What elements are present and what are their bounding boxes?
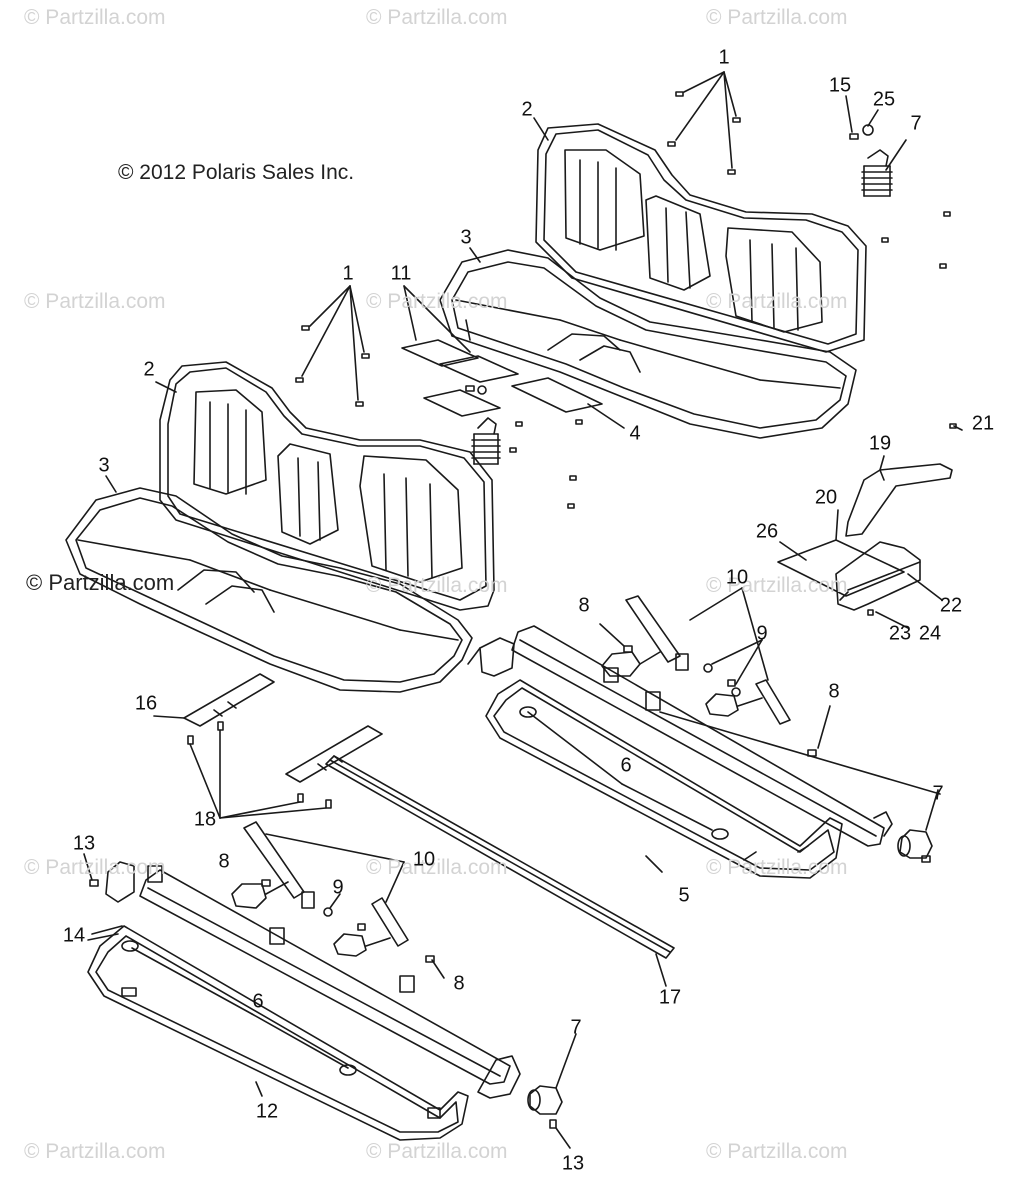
callout-label: 6 (252, 990, 264, 1013)
cover-22 (777, 509, 943, 629)
seat-pads (401, 285, 625, 429)
watermark: © Partzilla.com (24, 856, 166, 879)
belt-parts-upper (599, 587, 831, 757)
callout-label: 18 (193, 808, 217, 831)
callout-label: 9 (756, 622, 768, 645)
callout-label: 8 (578, 594, 590, 617)
callout-label: 4 (629, 422, 641, 445)
callout-label: 12 (255, 1100, 279, 1123)
callout-label: 13 (561, 1152, 585, 1175)
watermark: © Partzilla.com (24, 6, 166, 29)
watermark: © Partzilla.com (706, 6, 848, 29)
watermark: © Partzilla.com (366, 6, 508, 29)
callout-label: 15 (828, 74, 852, 97)
watermark-dark: © Partzilla.com (26, 570, 175, 595)
bracket-19 (845, 423, 963, 537)
callout-label: 13 (72, 832, 96, 855)
watermark: © Partzilla.com (706, 574, 848, 597)
straps-16-18 (183, 673, 383, 819)
callout-label: 8 (453, 972, 465, 995)
cup-7-lower (83, 853, 577, 1149)
watermark: © Partzilla.com (366, 856, 508, 879)
callout-label: 3 (98, 454, 110, 477)
callout-label: 21 (971, 412, 995, 435)
callout-label: 3 (460, 226, 472, 249)
callout-label: 11 (390, 262, 412, 285)
bar-17 (325, 755, 675, 987)
watermark: © Partzilla.com (366, 574, 508, 597)
callout-label: 14 (62, 924, 86, 947)
callout-label: 25 (872, 88, 896, 111)
screws-upper (667, 71, 741, 175)
spring-middle (465, 385, 501, 465)
lower-seat-frame (87, 861, 521, 1141)
spring-upper (845, 95, 907, 197)
callout-label: 1 (342, 262, 354, 285)
callout-label: 2 (521, 98, 533, 121)
callout-label: 8 (218, 850, 230, 873)
callout-label: 19 (868, 432, 892, 455)
copyright-text: © 2012 Polaris Sales Inc. (118, 161, 355, 184)
callout-label: 23 (888, 622, 912, 645)
belt-parts-lower (231, 821, 445, 979)
callout-label: 26 (755, 520, 779, 543)
upper-seat-frame (467, 625, 941, 879)
watermark: © Partzilla.com (706, 1140, 848, 1163)
upper-seat-cushion (439, 249, 857, 439)
callout-label: 6 (620, 754, 632, 777)
watermark: © Partzilla.com (706, 856, 848, 879)
callout-label: 1 (718, 46, 730, 69)
cup-7-right (897, 789, 939, 863)
callout-label: 24 (918, 622, 942, 645)
callout-label: 16 (134, 692, 158, 715)
callout-label: 5 (678, 884, 690, 907)
watermark: © Partzilla.com (24, 290, 166, 313)
watermark: © Partzilla.com (24, 1140, 166, 1163)
callout-label: 9 (332, 876, 344, 899)
callout-label: 7 (570, 1016, 582, 1039)
lower-seat-cushion (65, 487, 473, 693)
watermark: © Partzilla.com (366, 290, 508, 313)
callout-label: 7 (910, 112, 922, 135)
callout-label: 10 (412, 848, 436, 871)
lower-seat-backrest (159, 361, 495, 611)
small-bolts-middle (509, 211, 951, 509)
callout-label: 10 (725, 566, 749, 589)
leader-lines (105, 117, 713, 1097)
callout-label: 17 (658, 986, 682, 1009)
screws-lower (295, 285, 370, 407)
callout-label: 20 (814, 486, 838, 509)
watermark: © Partzilla.com (706, 290, 848, 313)
callout-label: 2 (143, 358, 155, 381)
callout-label: 22 (939, 594, 963, 617)
watermark: © Partzilla.com (366, 1140, 508, 1163)
callout-label: 8 (828, 680, 840, 703)
callout-label: 7 (932, 782, 944, 805)
upper-seat-backrest (535, 123, 867, 353)
